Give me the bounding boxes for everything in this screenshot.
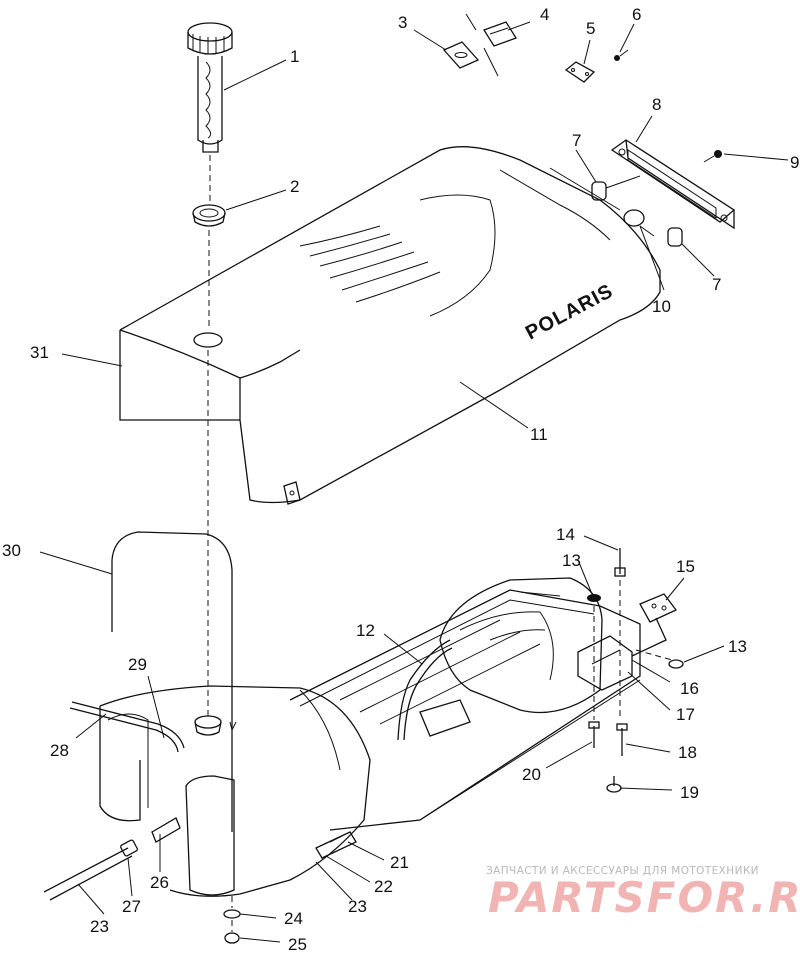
callout-29: 29: [128, 655, 147, 674]
lens-screw-part: [703, 150, 722, 163]
nut-part: [587, 594, 601, 602]
fuel-pump-part: [577, 635, 633, 691]
callout-24: 24: [284, 909, 303, 928]
callout-11: 11: [530, 425, 548, 444]
callout-27: 27: [122, 897, 141, 916]
callout-3: 3: [398, 13, 407, 32]
callout-14: 14: [556, 525, 575, 544]
callout-15: 15: [676, 557, 695, 576]
rubber-pad-part: [483, 21, 517, 47]
callout-2: 2: [290, 177, 299, 196]
callout-31: 31: [30, 343, 49, 362]
callout-18: 18: [678, 743, 697, 762]
seat-cover-part: POLARIS: [119, 146, 661, 505]
callout-22: 22: [374, 877, 393, 896]
rear-seat-block-part: [439, 577, 603, 714]
vent-hose-part: [69, 701, 185, 753]
callout-5: 5: [586, 19, 595, 38]
callout-20: 20: [522, 765, 541, 784]
callout-16: 16: [680, 679, 699, 698]
polaris-logo-text: POLARIS: [522, 280, 617, 344]
callout-25: 25: [288, 935, 307, 954]
bolt-part: [616, 723, 628, 756]
callout-6: 6: [632, 5, 641, 24]
assembly-line: [593, 580, 673, 720]
fuel-line-part: [43, 839, 138, 901]
bolt-part: [588, 721, 600, 748]
assembly-line: [465, 13, 499, 77]
callout-23-right: 23: [348, 897, 367, 916]
nut-part: [668, 659, 684, 669]
fuel-cap-gauge-part: [187, 22, 233, 153]
callout-19: 19: [680, 783, 699, 802]
callout-7-lower: 7: [712, 275, 721, 294]
bolt-part: [614, 548, 626, 577]
callout-13-left: 13: [562, 551, 581, 570]
callout-4: 4: [540, 5, 549, 24]
watermark-brand: PARTSFOR.RU: [488, 873, 800, 922]
fuel-valve-part: [315, 831, 357, 859]
filler-grommet-part: [192, 204, 226, 227]
rubber-pad-part: [442, 41, 480, 69]
callout-8: 8: [652, 95, 661, 114]
mount-bracket-part: [631, 593, 678, 657]
tail-bulb-part: [591, 175, 641, 201]
tail-bulb-part: [667, 227, 683, 247]
chassis-tray-part: [289, 589, 641, 831]
callout-1: 1: [290, 47, 299, 66]
callout-26: 26: [150, 873, 169, 892]
callout-10: 10: [652, 297, 671, 316]
callout-21: 21: [390, 853, 409, 872]
watermark: ЗАПЧАСТИ И АКСЕССУАРЫ ДЛЯ МОТОТЕХНИКИ PA…: [486, 865, 800, 922]
callout-labels: 1 2 3 4 5 6 7 8 9 7 10 11 31 30 14 15 13…: [2, 5, 799, 954]
bracket-plate-part: [564, 61, 596, 83]
fuel-line-part: [397, 639, 453, 741]
vent-line-part: [111, 531, 233, 832]
nut-part: [224, 932, 240, 944]
tail-bulb-part: [623, 209, 655, 237]
tail-light-housing-part: [610, 139, 736, 230]
callout-28: 28: [50, 741, 69, 760]
callout-23-left: 23: [90, 917, 109, 936]
bolt-part: [606, 776, 622, 793]
callout-17: 17: [676, 705, 695, 724]
callout-7-upper: 7: [572, 131, 581, 150]
callout-30: 30: [2, 541, 21, 560]
callout-9: 9: [790, 153, 799, 172]
callout-12: 12: [356, 621, 375, 640]
callout-13-right: 13: [728, 637, 747, 656]
fitting-part: [151, 817, 181, 858]
screw-part: [614, 49, 629, 61]
watermark-tagline: ЗАПЧАСТИ И АКСЕССУАРЫ ДЛЯ МОТОТЕХНИКИ: [486, 865, 759, 877]
washer-part: [223, 909, 241, 919]
leader-lines: [39, 21, 789, 943]
fuel-tank-part: [99, 685, 371, 897]
